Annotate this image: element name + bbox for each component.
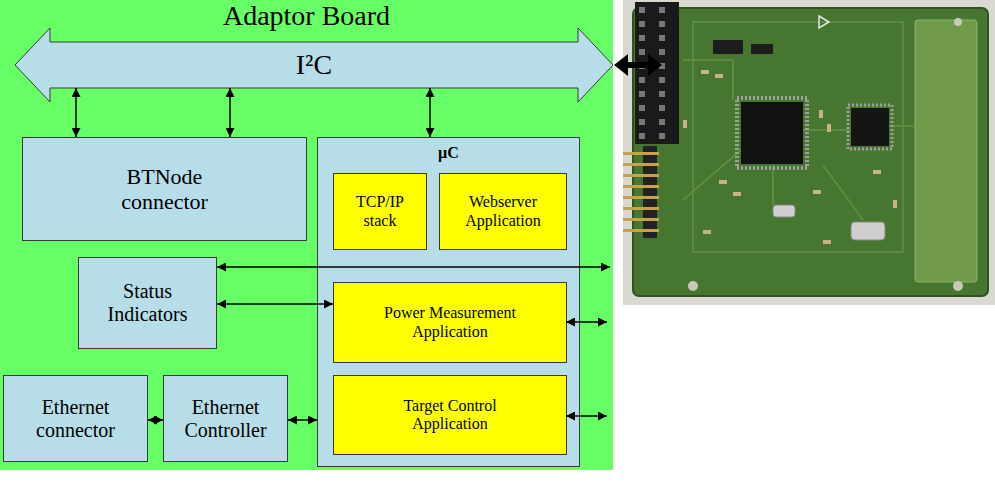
block-label: Target Control Application <box>385 397 515 434</box>
pin-header <box>635 2 679 144</box>
bus-label: I²C <box>296 49 332 81</box>
block-label: Webserver Application <box>453 193 553 230</box>
box-label: Status Indicators <box>85 280 210 326</box>
chips <box>713 40 892 168</box>
software-block: Power Measurement Application <box>333 282 567 363</box>
processor-label: µC <box>438 144 459 162</box>
status-line <box>217 266 610 268</box>
board-photo <box>623 0 995 305</box>
bus-band: I²C <box>15 42 613 88</box>
board-link-arrow <box>614 54 662 76</box>
small-parts <box>683 70 897 244</box>
bus-connector <box>148 419 163 421</box>
board-panel: Adaptor BoardI²C BTNode connector µC TCP/IP… <box>0 0 613 470</box>
control-line <box>566 415 607 417</box>
software-block: Target Control Application <box>333 375 567 455</box>
bus-connector <box>288 419 317 421</box>
bus-connector <box>217 303 333 305</box>
board-title: Adaptor Board <box>223 0 390 32</box>
measure-line <box>566 321 607 323</box>
bus-connector <box>75 88 77 137</box>
block-label: Power Measurement Application <box>360 304 540 341</box>
controller-box: Ethernet Controller <box>163 375 288 462</box>
connector-box: Ethernet connector <box>3 375 148 462</box>
software-block: TCP/IP stack <box>333 173 427 250</box>
software-block: Webserver Application <box>439 173 567 250</box>
side-pins <box>623 146 659 238</box>
pcb <box>633 8 988 296</box>
photo-background <box>623 0 995 305</box>
connector-box: BTNode connector <box>22 137 307 241</box>
box-label: Ethernet Controller <box>168 396 283 442</box>
box-label: BTNode connector <box>105 164 225 215</box>
bus-arrow-outline <box>15 28 613 102</box>
crystals <box>773 205 885 240</box>
status-box: Status Indicators <box>78 257 217 349</box>
box-label: Ethernet connector <box>11 396 141 442</box>
processor-box: µC TCP/IP stack Webserver ApplicationPower… <box>317 137 580 467</box>
bus-connector <box>229 88 231 137</box>
block-label: TCP/IP stack <box>340 193 420 230</box>
bus-connector <box>429 88 431 137</box>
